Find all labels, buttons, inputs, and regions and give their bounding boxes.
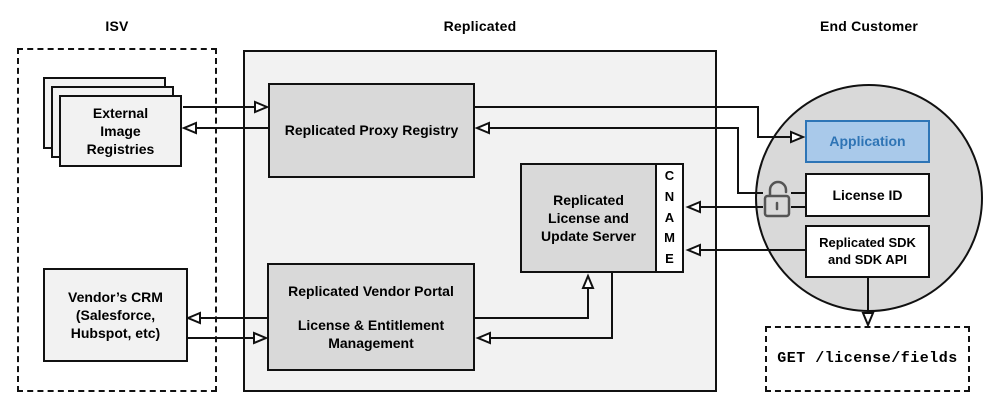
replicated-vendor-portal-node: Replicated Vendor Portal License & Entit… bbox=[267, 263, 475, 371]
vendor-portal-title: Replicated Vendor Portal bbox=[288, 282, 454, 299]
replicated-section-title: Replicated bbox=[443, 18, 517, 34]
vendors-crm-node: Vendor’s CRM (Salesforce, Hubspot, etc) bbox=[43, 268, 188, 362]
cname-strip: C N A M E bbox=[655, 163, 684, 273]
application-node: Application bbox=[805, 120, 930, 163]
replicated-license-update-server-node: Replicated License and Update Server bbox=[520, 163, 657, 273]
license-id-node: License ID bbox=[805, 173, 930, 217]
replicated-proxy-registry-node: Replicated Proxy Registry bbox=[268, 83, 475, 178]
vendor-portal-subtitle: License & Entitlement Management bbox=[297, 316, 445, 352]
replicated-sdk-node: Replicated SDK and SDK API bbox=[805, 225, 930, 278]
get-license-fields-request: GET /license/fields bbox=[765, 326, 970, 392]
external-image-registries-node: External Image Registries bbox=[59, 95, 182, 167]
isv-section-title: ISV bbox=[105, 18, 129, 34]
end-customer-section-title: End Customer bbox=[819, 18, 919, 34]
